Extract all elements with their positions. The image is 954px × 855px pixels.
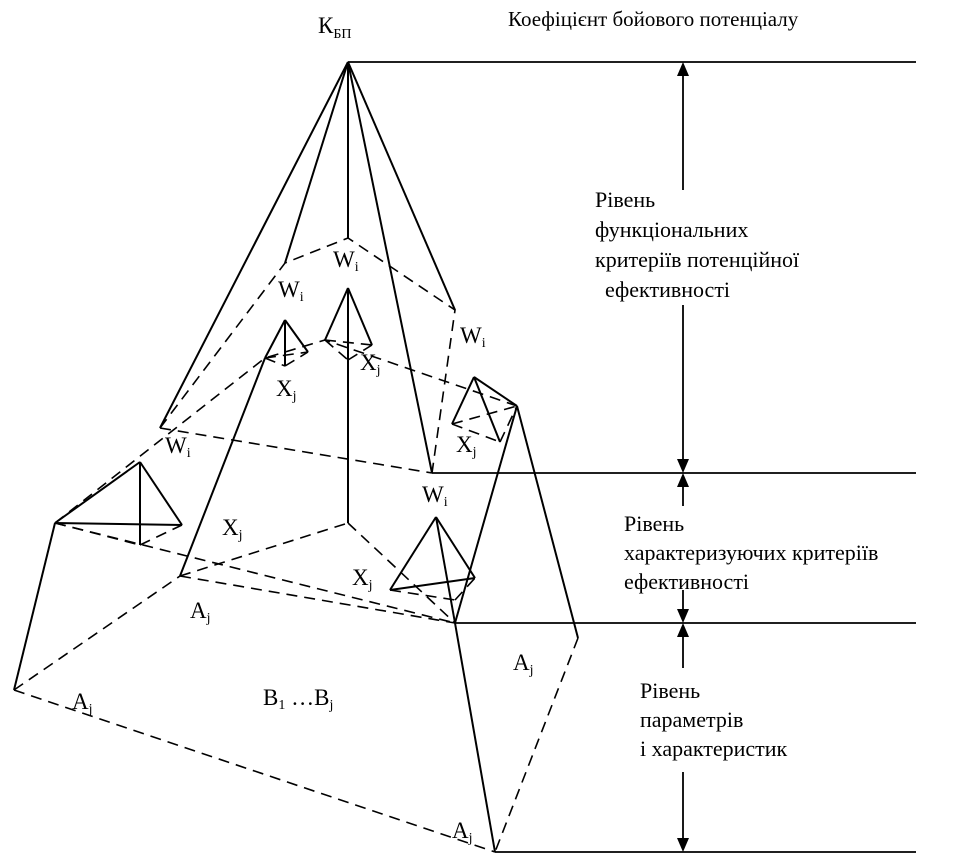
x-label-right: Xj (456, 432, 477, 460)
b-range-label: B1 …Bj (263, 685, 333, 713)
mini-pyramid-center (324, 287, 373, 361)
kbp-symbol: КБП (318, 13, 352, 42)
w-label-left: Wi (165, 433, 191, 461)
w-label-upper-left: Wi (278, 277, 304, 305)
diagram-title: Коефіцієнт бойового потенціалу (508, 7, 799, 31)
level-functional-criteria: Рівень функціональних критеріїв потенцій… (595, 187, 805, 302)
x-label-middle-left: Xj (222, 515, 243, 543)
level-arrows (677, 62, 689, 852)
x-level-structure (54, 339, 579, 639)
level-3-arrow-up-icon (677, 623, 689, 637)
level-reference-lines (348, 61, 916, 853)
w-label-upper-right: Wi (460, 323, 486, 351)
level-1-arrow-up-icon (677, 62, 689, 76)
level-characterizing-criteria: Рівень характеризуючих критеріїв ефектив… (624, 511, 884, 594)
w-label-top-center: Wi (333, 247, 359, 275)
mini-pyramid-far-left (54, 461, 183, 546)
mini-pyramid-left (264, 319, 309, 367)
mini-pyramid-right (451, 376, 518, 443)
base-structure (13, 522, 579, 853)
level-1-arrow-down-icon (677, 459, 689, 473)
a-label-bottom: Aj (452, 818, 473, 846)
level-2-arrow-up-icon (677, 473, 689, 487)
a-label-bottom-left: Aj (72, 689, 93, 717)
level-2-arrow-down-icon (677, 609, 689, 623)
a-label-right: Aj (513, 650, 534, 678)
x-label-left: Xj (276, 376, 297, 404)
x-label-center: Xj (360, 350, 381, 378)
apex-pyramid (159, 61, 456, 474)
level-parameters: Рівень параметрів і характеристик (640, 678, 788, 761)
w-label-lower: Wi (422, 482, 448, 510)
a-label-upper-left: Aj (190, 598, 211, 626)
mini-pyramid-lower (389, 516, 476, 624)
x-label-lower: Xj (352, 565, 373, 593)
level-3-arrow-down-icon (677, 838, 689, 852)
